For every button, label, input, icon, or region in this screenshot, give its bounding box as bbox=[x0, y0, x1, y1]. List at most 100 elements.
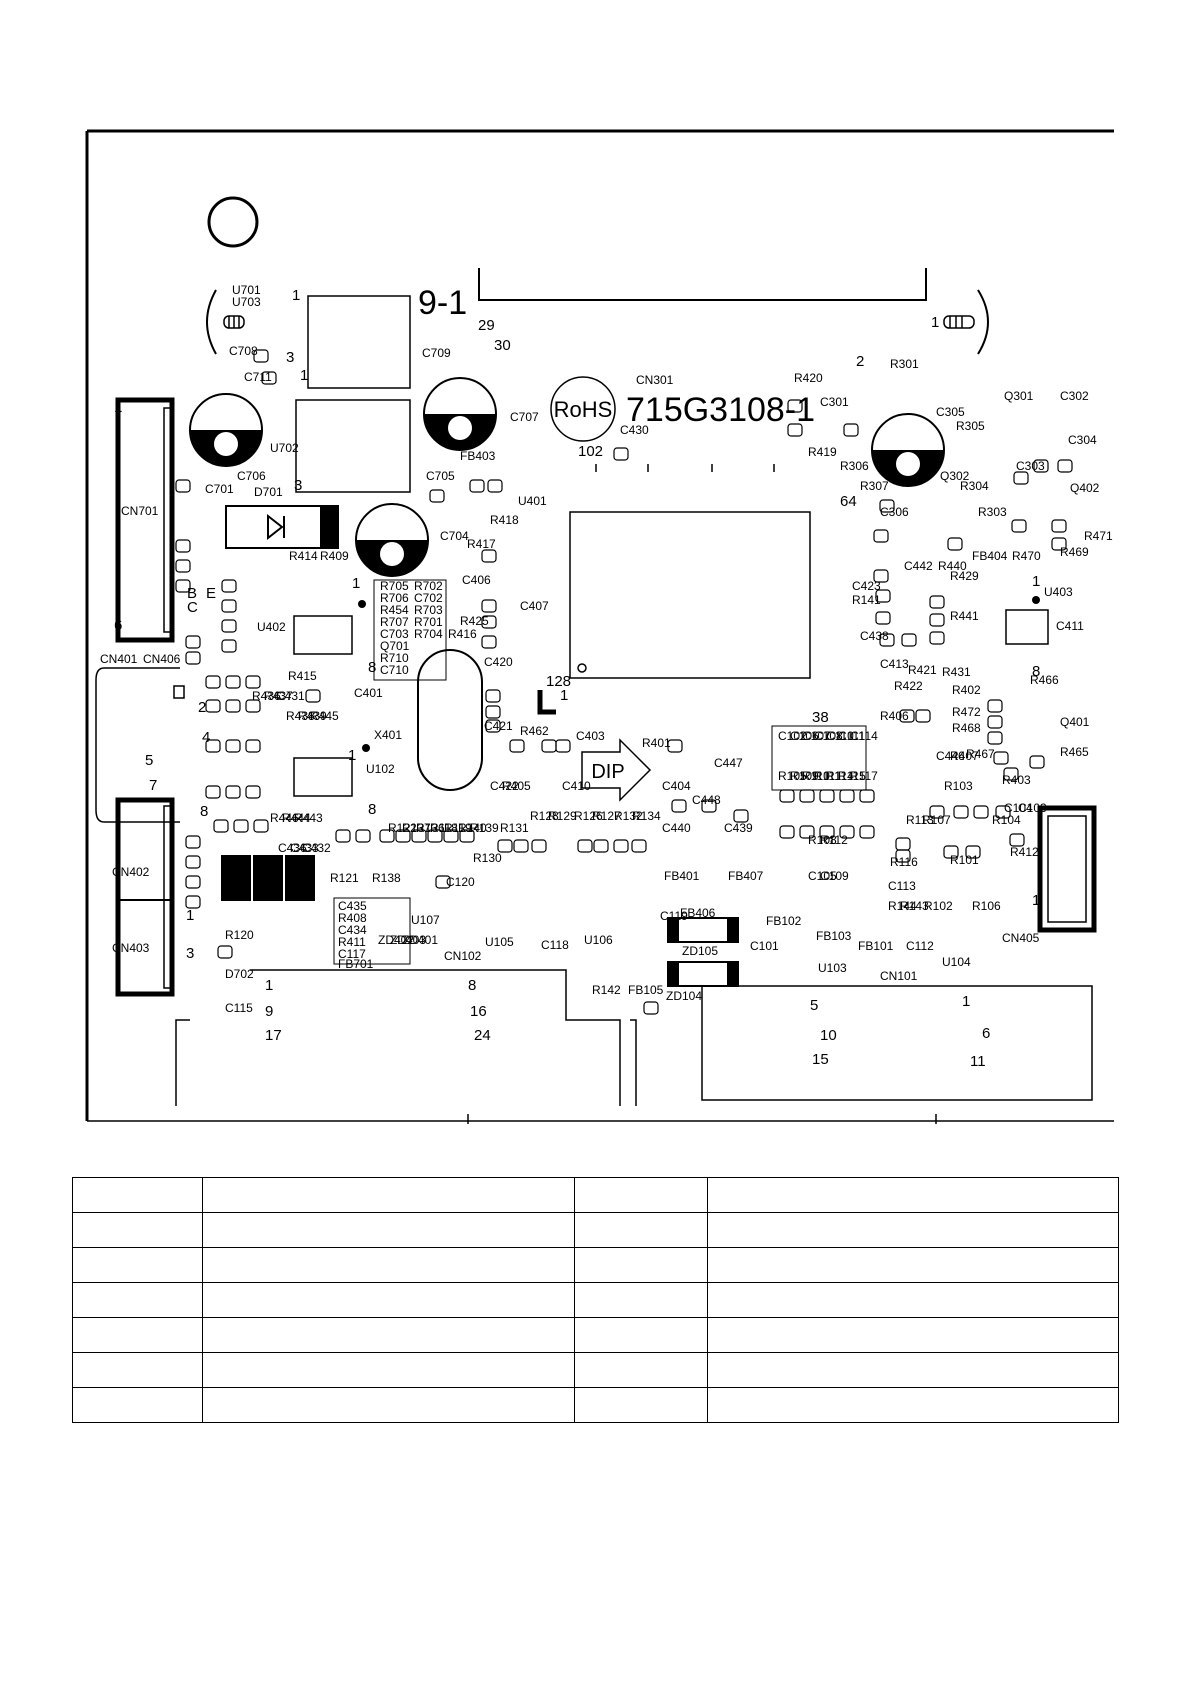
ic-u403 bbox=[1005, 609, 1049, 645]
ref-label-c106: C106 bbox=[790, 729, 819, 743]
passive-pad bbox=[929, 595, 945, 609]
passive-pad bbox=[879, 633, 895, 647]
passive-pad bbox=[799, 825, 815, 839]
passive-pad bbox=[395, 829, 411, 843]
ref-label-c401: C401 bbox=[354, 686, 383, 700]
ref-label-r438: R438 bbox=[286, 709, 315, 723]
pin-number: 8 bbox=[368, 801, 376, 818]
mounting-hole bbox=[207, 196, 259, 248]
ref-label-c410: C410 bbox=[562, 779, 591, 793]
ref-label-c422: C422 bbox=[490, 779, 519, 793]
u102-pin-dot bbox=[362, 744, 370, 752]
ref-label-c710: C710 bbox=[380, 663, 409, 677]
capacitor-c305 bbox=[871, 413, 945, 487]
ref-label-r307: R307 bbox=[860, 479, 889, 493]
ref-label-r121: R121 bbox=[330, 871, 359, 885]
ref-label-fb401: FB401 bbox=[664, 869, 700, 883]
ref-label-c115: C115 bbox=[225, 1001, 253, 1015]
ref-label-zd401: ZD401 bbox=[402, 933, 438, 947]
ref-label-c114: C114 bbox=[850, 729, 878, 743]
ref-label-fb102: FB102 bbox=[766, 914, 802, 928]
passive-pad bbox=[1051, 519, 1067, 533]
ref-label-r117: R117 bbox=[850, 769, 878, 783]
passive-pad bbox=[1011, 519, 1027, 533]
ref-label-c438: C438 bbox=[860, 629, 889, 643]
passive-pad bbox=[185, 651, 201, 665]
ref-label-r467: R467 bbox=[966, 747, 995, 761]
ref-label-c440: C440 bbox=[662, 821, 691, 835]
ref-label-c102: C102 bbox=[778, 729, 807, 743]
passive-pad bbox=[481, 615, 497, 629]
ref-label-cn406: CN406 bbox=[143, 652, 181, 666]
table-cell bbox=[72, 1317, 203, 1353]
ref-label-fb701: FB701 bbox=[338, 957, 374, 971]
ref-label-r126: R126 bbox=[574, 809, 603, 823]
passive-pad bbox=[973, 805, 989, 819]
ref-label-c104: C104 bbox=[1004, 801, 1033, 815]
ref-label-c434: C434 bbox=[338, 923, 367, 937]
table-row bbox=[72, 1177, 1119, 1213]
pin-number: 10 bbox=[820, 1027, 837, 1044]
ref-label-r462: R462 bbox=[520, 724, 549, 738]
passive-pad bbox=[487, 479, 503, 493]
passive-pad bbox=[245, 739, 261, 753]
ref-label-r101: R101 bbox=[950, 853, 979, 867]
ref-label-r104: R104 bbox=[992, 813, 1021, 827]
table-cell bbox=[574, 1352, 708, 1388]
pin-number: 4 bbox=[202, 729, 210, 746]
table-row bbox=[72, 1212, 1119, 1248]
ref-label-u103: U103 bbox=[818, 961, 847, 975]
ref-label-r130: R130 bbox=[473, 851, 502, 865]
ref-label-c707: C707 bbox=[510, 410, 539, 424]
ref-label-r415: R415 bbox=[288, 669, 317, 683]
ref-label-r411: R411 bbox=[338, 935, 366, 949]
passive-pad bbox=[779, 825, 795, 839]
ref-label-r107: R107 bbox=[922, 813, 951, 827]
passive-pad bbox=[429, 489, 445, 503]
ref-label-q701: Q701 bbox=[380, 639, 410, 653]
passive-pad bbox=[1003, 767, 1019, 781]
ref-label-d701: D701 bbox=[254, 485, 283, 499]
passive-pad bbox=[305, 689, 321, 703]
pin-number: 6 bbox=[114, 617, 122, 634]
ref-label-r136: R136 bbox=[416, 821, 445, 835]
passive-pad bbox=[175, 559, 191, 573]
pin-number: 7 bbox=[149, 777, 157, 794]
screw-icon-left bbox=[223, 315, 245, 329]
ref-label-r465: R465 bbox=[1060, 745, 1089, 759]
ref-label-zd403: ZD403 bbox=[390, 933, 426, 947]
passive-pad bbox=[953, 805, 969, 819]
passive-pad bbox=[929, 631, 945, 645]
passive-pad bbox=[485, 719, 501, 733]
table-cell bbox=[707, 1212, 1119, 1248]
regulator-u702-box bbox=[295, 399, 411, 493]
ref-label-c431: C431 bbox=[276, 689, 305, 703]
passive-pad bbox=[577, 839, 593, 853]
ref-label-r417: R417 bbox=[467, 537, 496, 551]
ref-label-r143: R143 bbox=[900, 899, 929, 913]
ref-label-r137: R137 bbox=[402, 821, 431, 835]
ref-label-r414: R414 bbox=[289, 549, 318, 563]
ref-label-r114: R114 bbox=[826, 769, 854, 783]
passive-pad bbox=[253, 819, 269, 833]
passive-pad bbox=[205, 699, 221, 713]
passive-pad bbox=[915, 709, 931, 723]
ref-label-r120: R120 bbox=[225, 928, 254, 942]
table-cell bbox=[202, 1387, 575, 1423]
ref-label-c421: C421 bbox=[484, 719, 513, 733]
ref-label-q302: Q302 bbox=[940, 469, 970, 483]
pin-number: 1 bbox=[1032, 892, 1040, 909]
passive-pad bbox=[787, 399, 803, 413]
ref-label-c403: C403 bbox=[576, 729, 605, 743]
pin-number: 8 bbox=[468, 977, 476, 994]
parts-table-body bbox=[72, 1177, 1119, 1423]
connector-cn701 bbox=[115, 397, 175, 643]
passive-pad bbox=[435, 875, 451, 889]
ref-label-r422: R422 bbox=[894, 679, 923, 693]
ref-label-r701: R701 bbox=[414, 615, 443, 629]
pin-number: 3 bbox=[186, 945, 194, 962]
ref-label-c709: C709 bbox=[422, 346, 451, 360]
passive-pad bbox=[859, 825, 875, 839]
ic-u102 bbox=[293, 757, 353, 797]
passive-pad bbox=[879, 499, 895, 513]
